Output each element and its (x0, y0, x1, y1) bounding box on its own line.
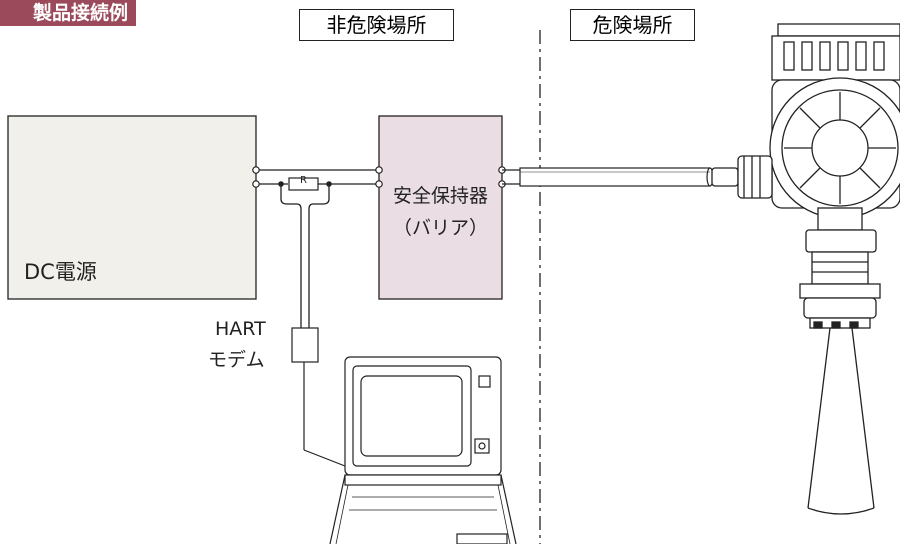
resistor (288, 177, 319, 191)
laptop (329, 356, 517, 544)
barrier-label: 安全保持器 (392, 185, 488, 207)
hart-modem-label-line2: モデム (208, 349, 265, 371)
zone-label-hazardous: 危険場所 (570, 9, 695, 41)
power-wires (256, 169, 379, 328)
zone-label-non-hazardous: 非危険場所 (299, 9, 454, 41)
junction-left (278, 181, 284, 187)
resistor-label: R (300, 175, 307, 186)
dc-power-box (7, 115, 257, 300)
field-cable (502, 167, 714, 187)
diagram-title: 製品接続例 (0, 0, 136, 26)
junction-right (326, 181, 332, 187)
barrier-sublabel: （バリア） (392, 217, 488, 239)
barrier-box (378, 115, 503, 300)
hart-modem-box (291, 327, 319, 363)
modem-cable-b (303, 449, 346, 467)
dc-power-label: DC電源 (24, 260, 97, 284)
hart-modem-label-line1: HART (215, 318, 266, 340)
radar-transmitter (711, 23, 900, 515)
